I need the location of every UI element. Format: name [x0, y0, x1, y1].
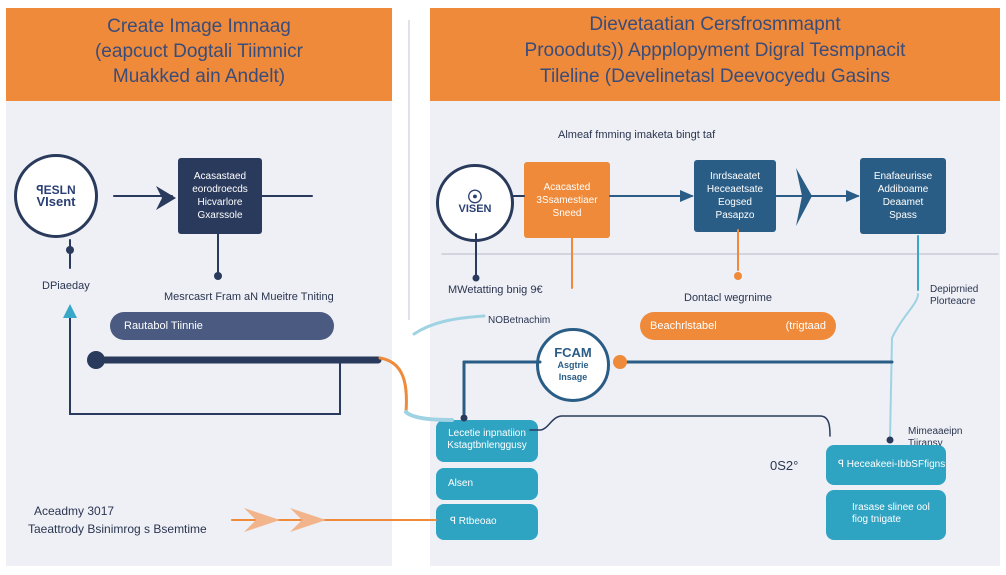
- right-arrowhead-2: [680, 190, 694, 202]
- right-vision-icon: ☉: [466, 187, 484, 207]
- left-header-line1: Create Image Imnaag: [107, 16, 291, 37]
- left-top-box-line2: eorodroecds: [192, 184, 248, 195]
- right-bus-end-node: [460, 414, 468, 422]
- right-mines-label-line1: Mimeaaeipn: [908, 426, 963, 437]
- right-teal-left-top-line1: Lecetie inpnatiion: [448, 428, 526, 439]
- right-hook-node: [886, 436, 894, 444]
- right-orange-box-line3: Sneed: [552, 207, 582, 219]
- left-top-box: Acasastaed eorodroecds Hicvarlore Gxarss…: [178, 158, 262, 234]
- right-teal-right-bot-line2: fiog tnigate: [852, 514, 901, 525]
- left-side-label: DPiaeday: [42, 280, 90, 292]
- left-feedback-line: [69, 307, 341, 415]
- right-vision-label: VISEN: [458, 203, 492, 215]
- right-mines-label-line2: Tiiransy: [908, 438, 943, 449]
- left-top-box-line3: Hicvarlore: [197, 197, 243, 208]
- right-teal-left-top: Lecetie inpnatiion Kstagtbnlenggusy: [436, 420, 538, 462]
- right-nobetnach-label: NOBetnachim: [488, 315, 551, 326]
- right-top-label: Almeaf fmming imaketa bingt taf: [558, 129, 716, 141]
- right-hook-line: [889, 293, 919, 441]
- right-orange-pill-right: (trigtaad: [785, 320, 826, 332]
- left-bottom-arrowhead-1: [244, 508, 280, 532]
- right-dep-label-line1: Depiprnied: [930, 284, 979, 295]
- right-teal-left-mid: Alsen: [436, 468, 538, 500]
- right-oss-label: 0S2°: [770, 458, 799, 473]
- right-mid-box-line2: Heceaetsate: [706, 184, 764, 195]
- right-teal-right-top: ꟼ Heceakeei-IbbSFfigns: [826, 445, 946, 485]
- right-orange-box: Acacasted 3Ssamestiaer Sneed: [524, 162, 610, 238]
- right-node-1: [472, 274, 480, 282]
- right-end-box-line2: Addiboame: [877, 184, 929, 195]
- right-bus-orange-node: [613, 355, 627, 369]
- right-teal-right-bot: Irasase slinee ool fiog tnigate: [826, 490, 946, 540]
- left-feedback-arrowhead: [63, 304, 77, 318]
- right-teal-left-mid-label: Alsen: [448, 478, 474, 489]
- right-orange-pill: Beachrlstabel (trigtaad: [640, 312, 836, 340]
- left-top-box-line4: Gxarssole: [197, 210, 243, 221]
- left-timeline-pill-label: Rautabol Tiinnie: [124, 320, 203, 332]
- left-vision-circle: ꟼESLN VIsent: [14, 154, 98, 238]
- right-orange-pill-left: Beachrlstabel: [650, 320, 717, 332]
- cross-panel-teal-upper: [412, 314, 486, 336]
- left-timeline-pill: Rautabol Tiinnie: [110, 312, 334, 340]
- left-header-line3: Muakked ain Andelt): [112, 66, 286, 87]
- left-node-2: [214, 272, 222, 280]
- right-vision-circle: ☉ VISEN: [436, 164, 514, 242]
- left-top-box-line1: Acasastaed: [193, 171, 247, 182]
- right-big-chevron: [796, 168, 812, 226]
- right-orange-box-line2: 3Ssamestiaer: [536, 194, 598, 206]
- left-vision-icon-text: ꟼESLN: [36, 183, 76, 197]
- left-panel: Create Image Imnaag (eapcuct Dogtali Tii…: [6, 8, 392, 566]
- right-fcam-circle: FCAM Asgtrie Insage: [536, 328, 610, 402]
- right-orange-box-line1: Acacasted: [543, 181, 591, 193]
- right-teal-left-bot-label: ꟼ Rtbeoao: [450, 516, 497, 527]
- right-header-line3: Tileline (Develinetasl Deevocyedu Gasins: [540, 66, 890, 87]
- left-header-line2: (eapcuct Dogtali Tiimnicr: [94, 41, 304, 62]
- right-teal-right-bot-line1: Irasase slinee ool: [852, 502, 930, 513]
- right-header-line2: Proooduts)) Appplopyment Digral Tesmpnac…: [524, 40, 906, 61]
- right-node-3: [734, 272, 742, 280]
- left-arrowhead-1: [156, 186, 176, 210]
- left-vision-label: VIsent: [36, 194, 76, 209]
- right-mweta-label: MWetatting bnig 9€: [448, 284, 543, 296]
- right-mid-box-line3: Eogsed: [718, 197, 752, 208]
- right-dep-label-line2: Plorteacre: [930, 296, 976, 307]
- left-center-label: Mesrcasrt Fram aN Mueitre Tniting: [164, 291, 334, 303]
- right-header: Dievetaatian Cersfrosmmapnt Proooduts)) …: [430, 8, 1000, 101]
- right-teal-left-bot: ꟼ Rtbeoao: [436, 504, 538, 540]
- panel-gap-guide: [408, 20, 410, 320]
- right-arrowhead-3: [846, 190, 860, 202]
- right-teal-right-top-label: ꟼ Heceakeei-IbbSFfigns: [838, 459, 946, 470]
- right-header-line1: Dievetaatian Cersfrosmmapnt: [589, 14, 841, 35]
- cross-panel-orange-curve: [378, 356, 408, 414]
- right-mid-box-line4: Pasapzo: [715, 210, 755, 221]
- right-end-box-line4: Spass: [889, 210, 917, 221]
- right-end-box: Enafaeurisse Addiboame Deaamet Spass: [860, 158, 946, 234]
- right-panel: Dievetaatian Cersfrosmmapnt Proooduts)) …: [430, 8, 1000, 566]
- left-bottom-year: Aceadmy 3017: [34, 504, 115, 518]
- left-header: Create Image Imnaag (eapcuct Dogtali Tii…: [6, 8, 392, 101]
- left-bottom-caption: Taeattrody Bsinimrog s Bsemtime: [28, 522, 207, 536]
- right-dontacl-label: Dontacl wegrnime: [684, 292, 773, 304]
- left-node-1: [66, 246, 74, 254]
- right-teal-left-top-line2: Kstagtbnlenggusy: [447, 440, 527, 451]
- cross-panel-teal-curve: [404, 410, 454, 422]
- right-fcam-line1: FCAM: [554, 345, 592, 360]
- left-timeline-start-node: [87, 351, 105, 369]
- right-mid-box: Inrdsaeatet Heceaetsate Eogsed Pasapzo: [694, 160, 776, 232]
- left-bottom-arrowhead-2: [290, 508, 326, 532]
- right-fcam-line3: Insage: [558, 372, 588, 382]
- right-loop-line: [529, 415, 831, 437]
- right-end-box-line1: Enafaeurisse: [873, 171, 933, 182]
- right-mid-box-line1: Inrdsaeatet: [709, 171, 761, 182]
- right-end-box-line3: Deaamet: [882, 197, 924, 208]
- right-fcam-line2: Asgtrie: [557, 360, 589, 370]
